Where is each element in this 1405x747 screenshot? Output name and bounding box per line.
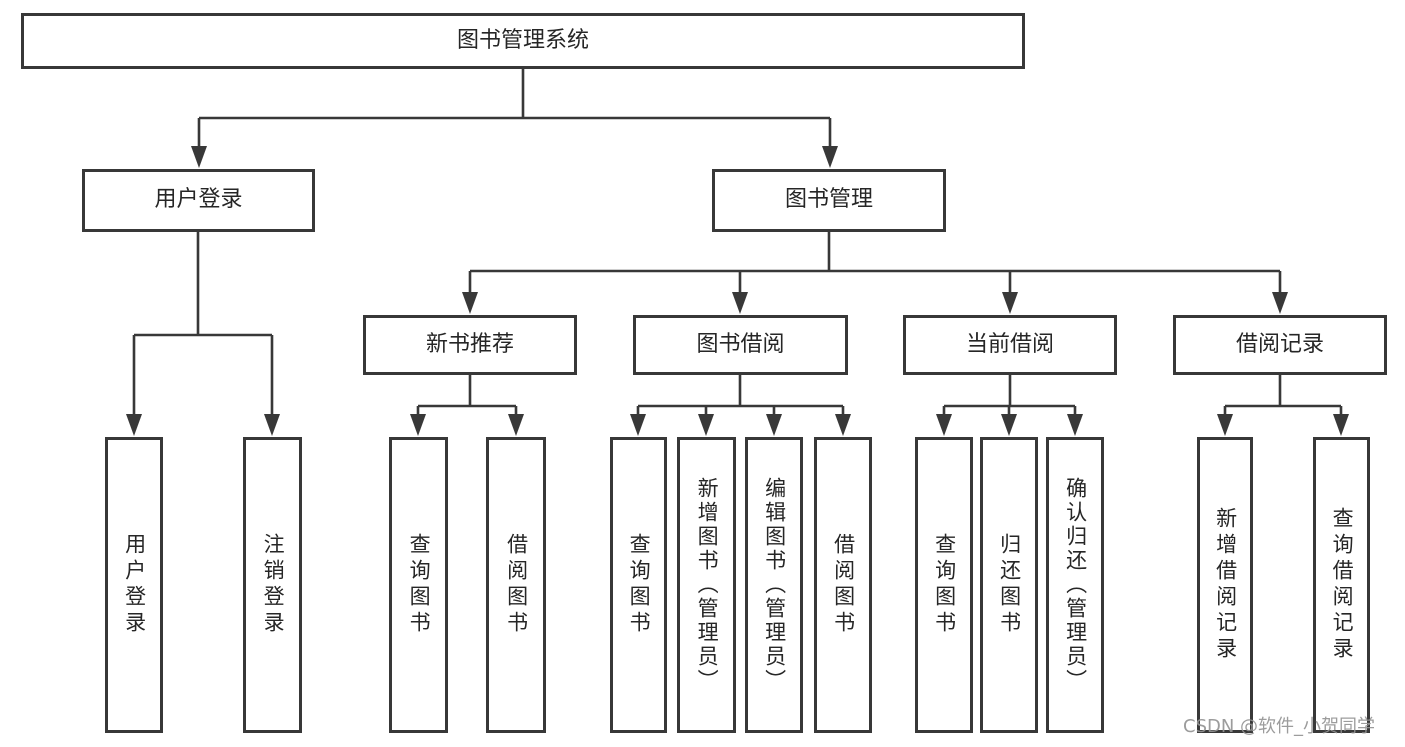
- leaf-logout: 注销登录: [243, 437, 302, 733]
- node-borrowing-records: 借阅记录: [1173, 315, 1387, 375]
- leaf-query-books-recommend: 查询图书: [389, 437, 448, 733]
- leaf-user-login: 用户登录: [105, 437, 163, 733]
- node-user-login: 用户登录: [82, 169, 315, 232]
- leaf-query-borrow-record: 查询借阅记录: [1313, 437, 1370, 733]
- leaf-return-books: 归还图书: [980, 437, 1038, 733]
- leaf-add-borrow-record: 新增借阅记录: [1197, 437, 1253, 733]
- leaf-edit-books-admin: 编辑图书（管理员）: [745, 437, 803, 733]
- node-library-management-system: 图书管理系统: [21, 13, 1025, 69]
- leaf-borrow-books: 借阅图书: [814, 437, 872, 733]
- leaf-add-books-admin: 新增图书（管理员）: [677, 437, 736, 733]
- leaf-query-books-current: 查询图书: [915, 437, 973, 733]
- leaf-confirm-return-admin: 确认归还（管理员）: [1046, 437, 1104, 733]
- node-current-borrowing: 当前借阅: [903, 315, 1117, 375]
- node-new-book-recommendation: 新书推荐: [363, 315, 577, 375]
- node-book-borrowing: 图书借阅: [633, 315, 848, 375]
- node-book-management: 图书管理: [712, 169, 946, 232]
- leaf-borrow-books-recommend: 借阅图书: [486, 437, 546, 733]
- watermark-csdn: CSDN @软件_小贺同学: [1183, 716, 1376, 737]
- leaf-query-books-borrow: 查询图书: [610, 437, 667, 733]
